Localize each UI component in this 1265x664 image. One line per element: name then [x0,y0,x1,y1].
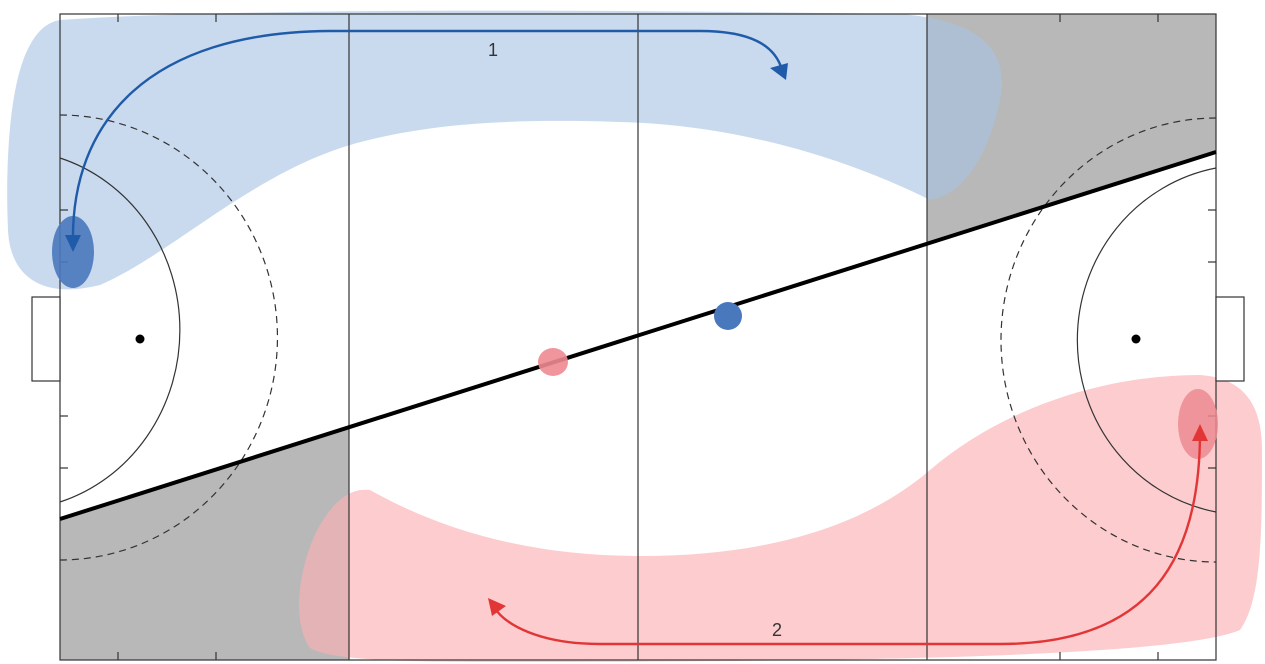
red-player-marker [538,348,568,376]
diagonal-divider-line [59,150,1217,521]
left-penalty-spot [135,334,145,344]
route-2-arrow [492,431,1202,646]
right-dashed-circle [1000,117,1217,563]
route-1-arrow [71,29,784,246]
right-goal [1215,296,1245,382]
blue-player-marker [714,302,742,330]
route-1-label: 1 [488,40,498,60]
right-shooting-circle [1076,167,1217,513]
shaded-region-bottom-left [60,427,349,660]
red-receiver-marker [1178,389,1218,459]
blue-zone [7,10,1002,290]
route-1-arrowhead-start [65,235,81,252]
route-2-arrowhead-end [488,598,506,616]
right-penalty-spot [1131,334,1141,344]
red-zone [299,375,1263,662]
left-goal [31,296,61,382]
route-1-arrowhead-end [770,63,788,80]
route-2-label: 2 [772,620,782,640]
route-2-arrowhead-start [1192,424,1208,441]
left-shooting-circle [59,157,181,503]
